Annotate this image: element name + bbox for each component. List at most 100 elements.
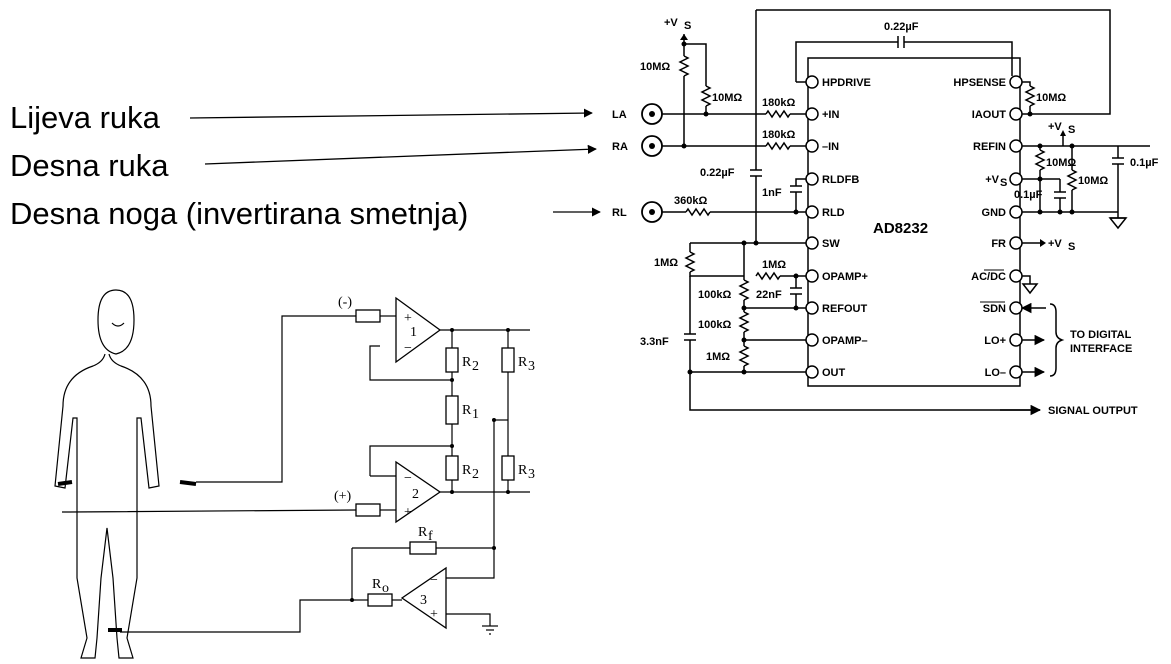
resistor-1m-a xyxy=(684,251,696,273)
chip-name: AD8232 xyxy=(873,220,928,237)
c-rldfb-label: 1nF xyxy=(762,187,782,199)
amp3-minus: − xyxy=(430,573,438,588)
pin-label: IAOUT xyxy=(972,109,1007,121)
figure-body xyxy=(54,353,160,659)
input-plus-label: (+) xyxy=(334,489,352,504)
c-filter-a-label: 22nF xyxy=(756,289,782,301)
pin-label: AC/DC xyxy=(971,271,1006,283)
amp3-plus: + xyxy=(430,607,438,622)
pin-circle xyxy=(805,139,819,153)
electrode-dot xyxy=(649,143,655,149)
svg-text:1: 1 xyxy=(472,407,479,422)
pin-sub: S xyxy=(1000,177,1007,189)
pin-label: RLD xyxy=(822,207,845,219)
r-bias-1-label: 10MΩ xyxy=(640,61,670,73)
left-pins: HPDRIVE +IN –IN RLDFB RLD SW OPAMP+ REFO… xyxy=(805,75,871,379)
r2-top-label: R xyxy=(462,355,472,370)
label-right-arm: Desna ruka xyxy=(10,148,169,183)
pin-label: REFOUT xyxy=(822,303,868,315)
pin-label: OPAMP+ xyxy=(822,271,868,283)
ad8232-circuit: AD8232 HPDRIVE +IN –IN RLDFB RLD SW OPAM… xyxy=(612,9,1159,417)
annotation-labels: Lijeva ruka Desna ruka Desna noga (inver… xyxy=(10,100,601,231)
r-hp-pull-label: 10MΩ xyxy=(1036,92,1066,104)
pin-circle xyxy=(805,172,819,186)
human-figure xyxy=(54,289,197,659)
ad8232-chip-body xyxy=(807,57,1021,387)
resistor-180k-neg xyxy=(765,141,791,151)
electrode-ra-label: RA xyxy=(612,141,628,153)
r-rld-label: 360kΩ xyxy=(674,195,707,207)
r-filter-b-label: 1MΩ xyxy=(762,259,786,271)
svg-text:3: 3 xyxy=(528,467,535,482)
r-filter-a-label: 1MΩ xyxy=(654,257,678,269)
pin-label: LO– xyxy=(985,367,1006,379)
label-right-leg: Desna noga (invertirana smetnja) xyxy=(10,196,468,231)
pin-circle xyxy=(805,75,819,89)
pin-circle xyxy=(1009,75,1023,89)
pin-circle xyxy=(805,269,819,283)
pin-circle xyxy=(1009,107,1023,121)
pin-circle xyxy=(1009,205,1023,219)
pin-circle xyxy=(1009,301,1023,315)
c-refin-2-label: 0.1µF xyxy=(1014,189,1043,201)
resistor-100k-a xyxy=(738,279,750,301)
pin-circle xyxy=(805,365,819,379)
ground-symbol xyxy=(1021,283,1039,295)
rf-label: R xyxy=(418,525,428,540)
amp2-minus: − xyxy=(404,471,412,486)
pin-label: GND xyxy=(982,207,1007,219)
fr-supply-label: +V xyxy=(1048,238,1062,250)
resistor-input-minus xyxy=(355,309,381,323)
amp1-minus: − xyxy=(404,341,412,356)
supply-sub: S xyxy=(1068,241,1075,253)
resistor-r2-bottom xyxy=(445,455,459,481)
pin-label: OPAMP– xyxy=(822,335,868,347)
pin-circle xyxy=(805,236,819,250)
pin-circle xyxy=(805,301,819,315)
digital-interface-line2: INTERFACE xyxy=(1070,343,1132,355)
figure-smile xyxy=(111,322,125,327)
r2-bottom-label: R xyxy=(462,463,472,478)
r3-bottom-label: R xyxy=(518,463,528,478)
c-refin-1-label: 0.1µF xyxy=(1130,157,1159,169)
c-rld-left-label: 0.22µF xyxy=(700,167,735,179)
c-top-label: 0.22µF xyxy=(884,21,919,33)
pin-label: +IN xyxy=(822,109,839,121)
amp3-number: 3 xyxy=(420,593,427,608)
resistor-10m-hp xyxy=(1024,85,1036,107)
right-pins: HPSENSE IAOUT REFIN +V S GND FR AC/DC SD… xyxy=(953,75,1023,379)
amp2-plus: + xyxy=(404,505,412,520)
signal-output-label: SIGNAL OUTPUT xyxy=(1048,405,1138,417)
pin-label: HPDRIVE xyxy=(822,77,871,89)
pin-circle xyxy=(805,205,819,219)
r-refin-1-label: 10MΩ xyxy=(1046,157,1076,169)
r-filter-c-label: 100kΩ xyxy=(698,289,731,301)
pin-label: OUT xyxy=(822,367,846,379)
resistor-r3-top xyxy=(501,347,515,373)
wiring: +V S 10MΩ 10MΩ 180kΩ 180kΩ xyxy=(640,9,1159,417)
r1-label: R xyxy=(462,403,472,418)
pin-label: –IN xyxy=(822,141,839,153)
r-in-pos-label: 180kΩ xyxy=(762,97,795,109)
left-wrist-electrode xyxy=(57,480,73,486)
supply-label: +V xyxy=(664,17,678,29)
r-refin-2-label: 10MΩ xyxy=(1078,175,1108,187)
bracket xyxy=(1049,303,1065,377)
svg-text:2: 2 xyxy=(472,359,479,374)
pin-label: RLDFB xyxy=(822,174,859,186)
pin-circle xyxy=(1009,172,1023,186)
label-left-arm: Lijeva ruka xyxy=(10,100,161,135)
resistor-input-plus xyxy=(355,503,381,517)
r3-top-label: R xyxy=(518,355,528,370)
input-minus-label: (-) xyxy=(338,295,352,310)
electrode-la-label: LA xyxy=(612,109,627,121)
electrode-dot xyxy=(649,111,655,117)
opamp-1 xyxy=(395,296,442,364)
pin-circle xyxy=(1009,269,1023,283)
supply-sub: S xyxy=(684,20,691,32)
figure-head xyxy=(97,289,135,355)
pin-label: FR xyxy=(991,238,1006,250)
pin-label: SDN xyxy=(983,303,1006,315)
right-wrist-electrode xyxy=(179,480,197,486)
digital-interface-line1: TO DIGITAL xyxy=(1070,329,1132,341)
